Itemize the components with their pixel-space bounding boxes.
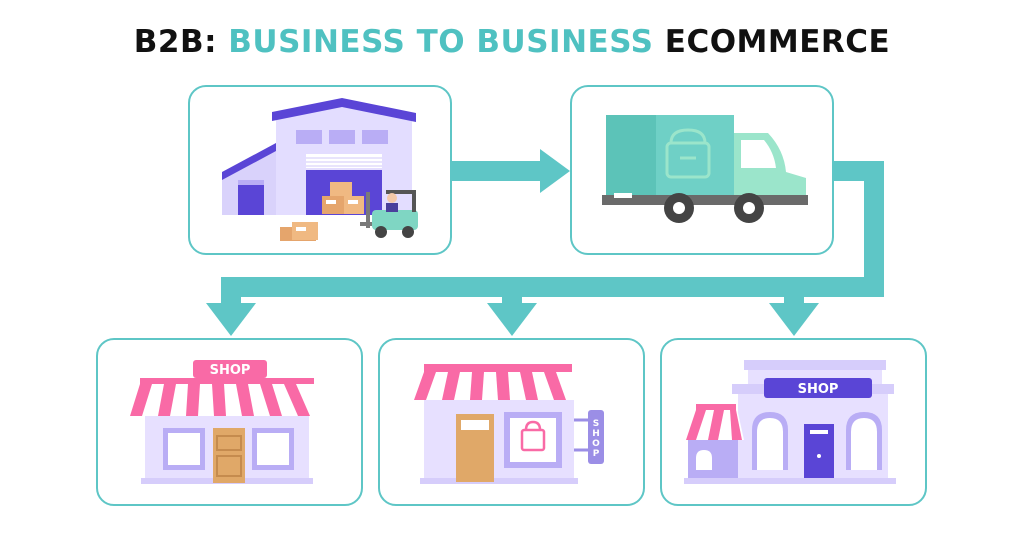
arrowhead-to-truck <box>540 149 570 193</box>
arrowhead-shop-2 <box>487 303 537 336</box>
shopping-bag-icon <box>665 128 711 179</box>
arrowhead-shop-1 <box>206 303 256 336</box>
arrow-warehouse-to-truck <box>452 161 542 181</box>
arrow-drop-1 <box>221 277 241 305</box>
shopping-bag-icon <box>520 420 546 452</box>
title-b2b: B2B: <box>133 24 229 60</box>
arrow-drop-2 <box>502 277 522 305</box>
page-title: B2B: BUSINESS TO BUSINESS ECOMMERCE <box>0 24 1024 60</box>
warehouse-icon <box>222 98 418 241</box>
storefront-icon: SHOP <box>684 360 896 484</box>
shop-sign-1: SHOP <box>210 363 251 378</box>
flow-arrows <box>206 149 884 336</box>
delivery-truck-icon <box>602 115 808 223</box>
arrow-distribution-line <box>221 277 884 297</box>
shop-sign-3: SHOP <box>798 382 839 397</box>
arrowhead-shop-3 <box>769 303 819 336</box>
arrow-right-down <box>864 161 884 297</box>
title-business-to-business: BUSINESS TO BUSINESS <box>228 24 654 60</box>
storefront-icon: SHOP <box>130 360 324 484</box>
title-ecommerce: ECOMMERCE <box>653 24 891 60</box>
arrow-drop-3 <box>784 277 804 305</box>
